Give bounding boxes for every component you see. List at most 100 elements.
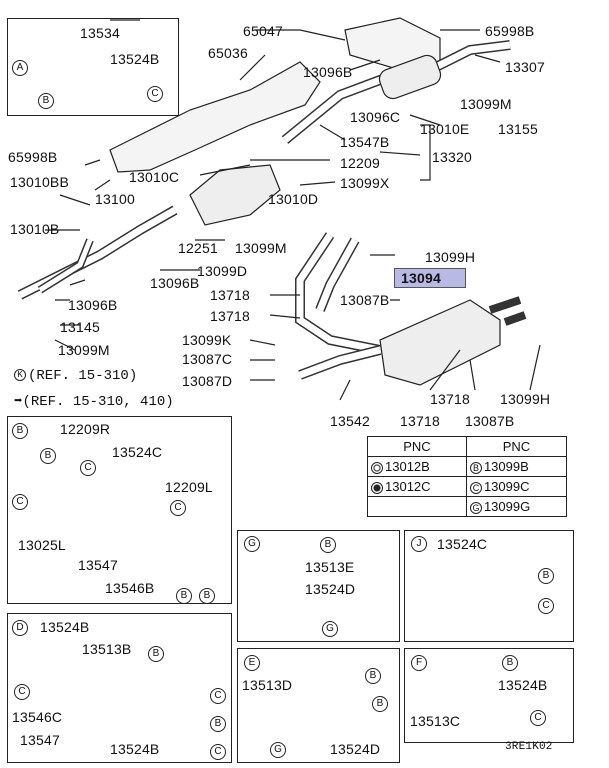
label-13087D: 13087D [182,373,233,389]
callout-B-b2: B [176,588,192,604]
callout-B-g: B [320,537,336,553]
label-13524B-d2: 13524B [110,741,160,757]
callout-G-e: G [270,742,286,758]
label-13547-b: 13547 [78,557,118,573]
callout-C-d2: C [210,688,226,704]
inset-F-letter: F [411,655,427,671]
label-13547-d: 13547 [20,732,60,748]
label-13513B: 13513B [82,641,132,657]
callout-B-j: B [538,568,554,584]
label-13087C: 13087C [182,351,233,367]
label-13010E: 13010E [420,121,470,137]
label-13094[interactable]: 13094 [401,270,441,286]
label-13096B-low: 13096B [68,297,118,313]
nut-icon [371,461,383,474]
label-13524B-f: 13524B [498,677,548,693]
label-13513E: 13513E [305,559,355,575]
label-13145: 13145 [60,319,100,335]
label-13099H-top: 13099H [425,249,476,265]
label-13524B-d1: 13524B [40,619,90,635]
callout-C-f: C [530,710,546,726]
callout-G-icon: G [469,501,482,514]
label-13718-a: 13718 [210,287,250,303]
label-13320: 13320 [432,149,472,165]
label-13513C: 13513C [410,713,461,729]
inset-G-box [237,530,400,642]
callout-B-b3: B [199,588,215,604]
inset-E-letter: E [244,655,260,671]
label-13546B: 13546B [105,580,155,596]
label-65998B: 65998B [485,23,535,39]
label-13096B-mid: 13096B [150,275,200,291]
label-13099D: 13099D [197,263,248,279]
inset-E-box [237,648,400,763]
pnc-header-right: PNC [465,436,568,457]
callout-B-d2: B [210,716,226,732]
label-65036: 65036 [208,45,248,61]
resonator-13010E [378,54,442,100]
callout-C-d1: C [14,684,30,700]
label-13546C: 13546C [12,709,63,725]
label-12209L: 12209L [165,479,213,495]
diagram-code: 3RE1K02 [505,741,553,753]
label-13718-d: 13718 [430,391,470,407]
highlight-13094[interactable] [394,268,466,288]
ref-K-symbol: K [14,369,26,382]
label-13534: 13534 [80,25,120,41]
inset-F-box [404,648,574,743]
callout-C-j: C [538,598,554,614]
label-13307: 13307 [505,59,545,75]
callout-B: B [38,93,54,109]
callout-C-b1: C [12,494,28,510]
label-13010D: 13010D [268,191,319,207]
label-13524B-a: 13524B [110,51,160,67]
label-13096B-top: 13096B [303,64,353,80]
ref-arrow: ➡(REF. 15-310, 410) [14,393,174,410]
inset-G-letter: G [244,536,260,552]
label-13096C: 13096C [350,109,401,125]
heat-shield-65036 [109,61,321,173]
label-13524D-e: 13524D [330,741,381,757]
label-13524C-b: 13524C [112,444,163,460]
callout-C-d3: C [210,744,226,760]
callout-C-b2: C [80,460,96,476]
callout-G-g: G [322,621,338,637]
inset-J-letter: J [411,536,427,552]
label-12251: 12251 [178,240,218,256]
callout-B-d1: B [148,646,164,662]
inset-D-letter: D [12,620,28,636]
callout-B-e1: B [365,668,381,684]
label-13513D: 13513D [242,677,293,693]
inset-D-box [7,613,232,763]
washer-icon [371,481,383,494]
label-13099H-low: 13099H [500,391,551,407]
inset-B-box [7,416,232,604]
label-13155: 13155 [498,121,538,137]
callout-C-b3: C [170,500,186,516]
pnc-row2-left: 13012C [367,476,467,497]
callout-B-b1: B [40,448,56,464]
label-13010BB: 13010BB [10,174,70,190]
catalytic-converter-13010C [189,164,281,226]
callout-C: C [147,86,163,102]
label-12209: 12209 [340,155,380,171]
label-13100: 13100 [95,191,135,207]
label-13010B: 13010B [10,221,60,237]
ref-K-text: (REF. 15-310) [28,368,138,384]
label-13542: 13542 [330,413,370,429]
label-13524D-g: 13524D [305,581,356,597]
label-13718-b: 13718 [210,308,250,324]
label-65047: 65047 [243,23,283,39]
label-13524C-j: 13524C [437,536,488,552]
callout-B-f: B [502,655,518,671]
label-13547B: 13547B [340,134,390,150]
label-12209R: 12209R [60,421,111,437]
label-13087B-top: 13087B [340,292,390,308]
pnc-header-left: PNC [367,436,467,457]
label-13099M-mid: 13099M [235,240,287,256]
label-65998B-left: 65998B [8,149,58,165]
